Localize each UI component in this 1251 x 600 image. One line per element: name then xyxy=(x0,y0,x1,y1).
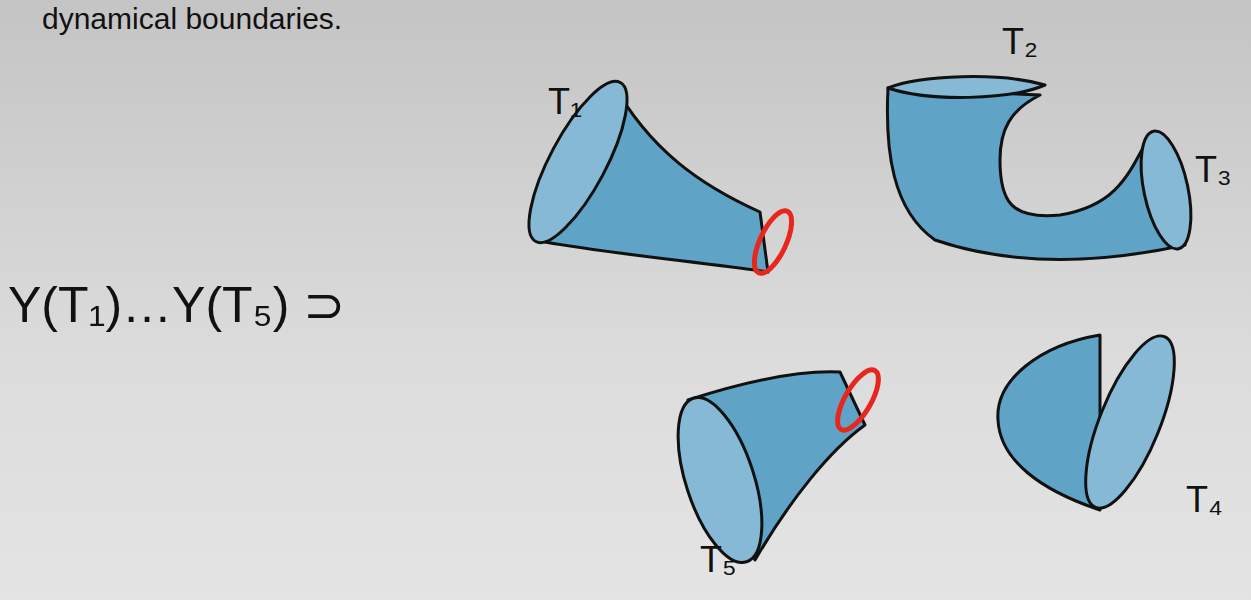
dynamical-boundary xyxy=(747,206,799,279)
surface-label: T₃ xyxy=(1195,150,1232,190)
surface-label: T₅ xyxy=(700,540,737,580)
surface-opening xyxy=(1068,325,1193,518)
surface-label: T₁ xyxy=(548,82,582,122)
surface-label: T₂ xyxy=(1002,22,1038,62)
surface-opening xyxy=(888,77,1045,98)
surface-opening xyxy=(511,69,645,254)
surface-opening xyxy=(1132,127,1200,254)
dynamical-boundary xyxy=(830,364,887,436)
surface-label: T₄ xyxy=(1186,480,1223,520)
slide-text: dynamical boundaries. xyxy=(42,2,342,35)
set-expression: Y(T₁)…Y(T₅) ⊃ xyxy=(8,278,345,333)
